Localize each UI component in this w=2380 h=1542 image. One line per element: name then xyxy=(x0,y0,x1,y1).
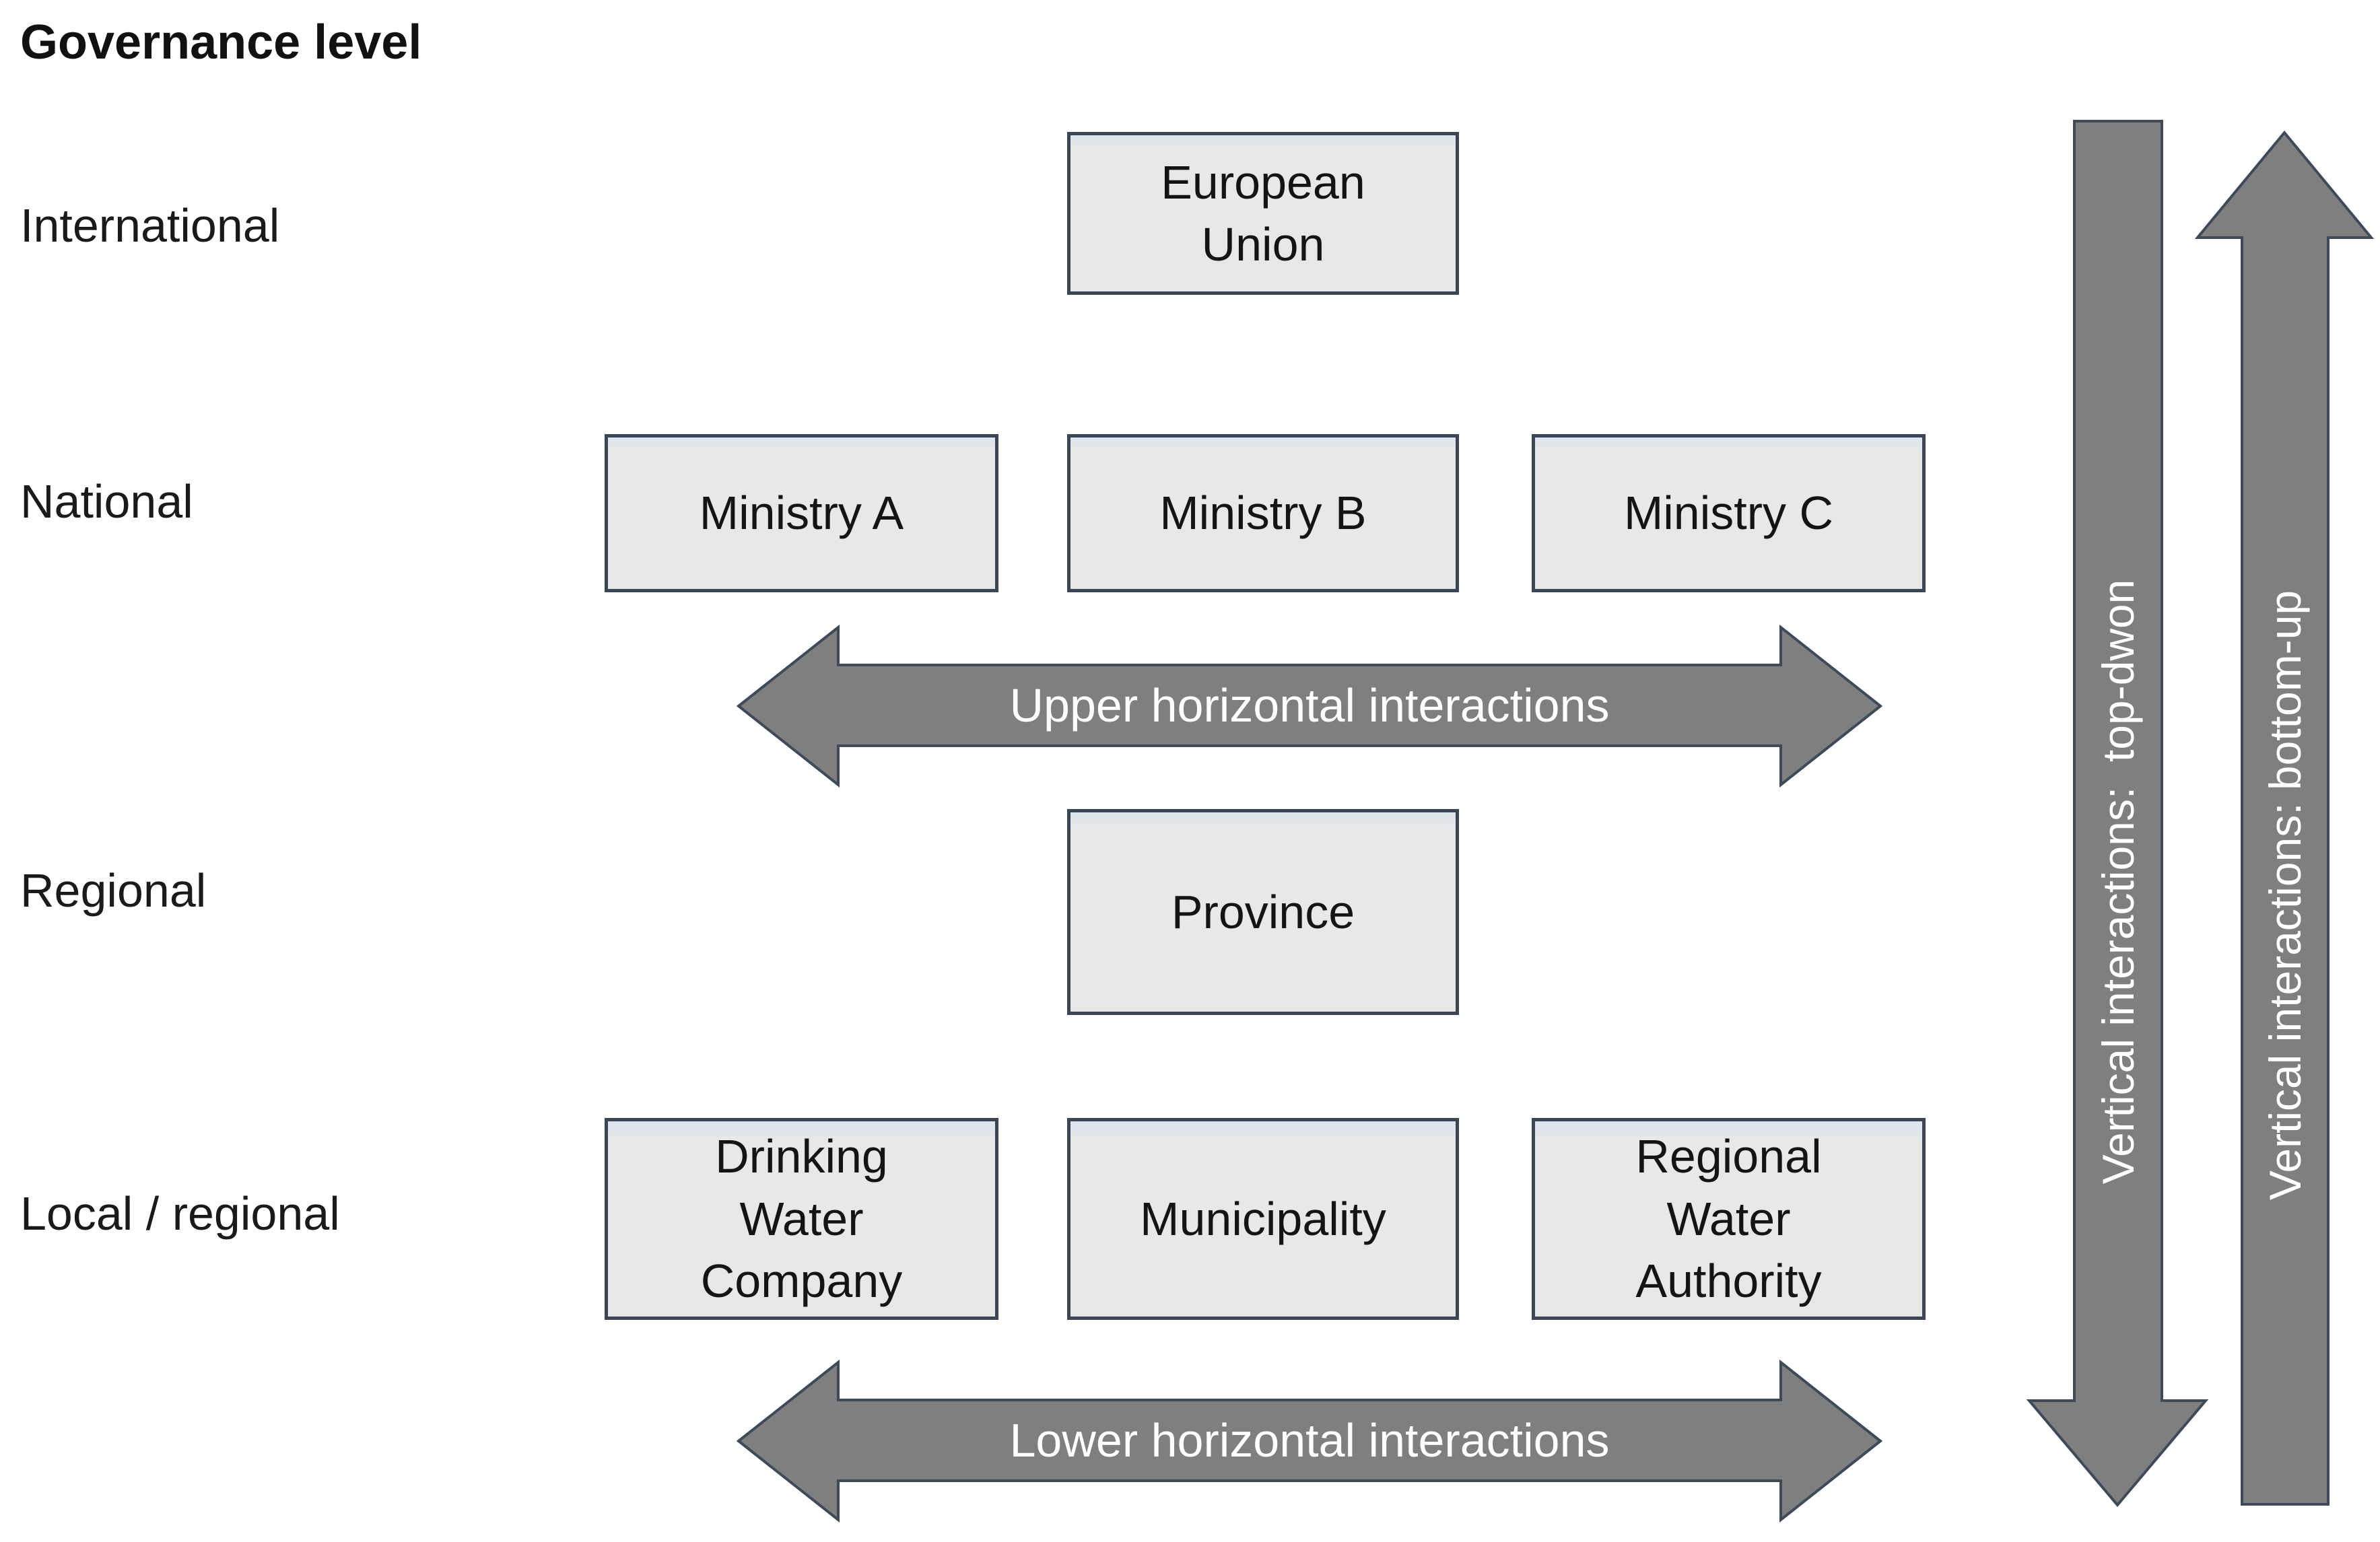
vertical-down-arrow-icon xyxy=(2026,120,2209,1508)
lower-horizontal-arrow-icon xyxy=(736,1359,1883,1523)
vertical-up-arrow-icon xyxy=(2194,130,2375,1506)
box-drinking-water-company: Drinking Water Company xyxy=(605,1118,998,1320)
box-ministry-a: Ministry A xyxy=(605,434,998,592)
box-european-union: European Union xyxy=(1067,132,1459,295)
level-label-national: National xyxy=(20,475,193,528)
level-label-international: International xyxy=(20,199,280,252)
upper-horizontal-arrow-label: Upper horizontal interactions xyxy=(1009,679,1610,732)
box-ministry-b: Ministry B xyxy=(1067,434,1459,592)
box-regional-water-authority: Regional Water Authority xyxy=(1532,1118,1926,1320)
vertical-top-down-arrow-label: Vertical interactions: top-dwon xyxy=(2093,579,2143,1185)
box-municipality: Municipality xyxy=(1067,1118,1459,1320)
upper-horizontal-arrow-icon xyxy=(736,624,1883,788)
lower-horizontal-arrow-label: Lower horizontal interactions xyxy=(1009,1414,1610,1467)
box-ministry-c: Ministry C xyxy=(1532,434,1926,592)
vertical-bottom-up-arrow-label: Vertical interactions: bottom-up xyxy=(2260,590,2310,1201)
level-label-regional: Regional xyxy=(20,864,207,917)
level-label-local-regional: Local / regional xyxy=(20,1187,340,1240)
page-title: Governance level xyxy=(20,15,422,69)
box-province: Province xyxy=(1067,809,1459,1015)
